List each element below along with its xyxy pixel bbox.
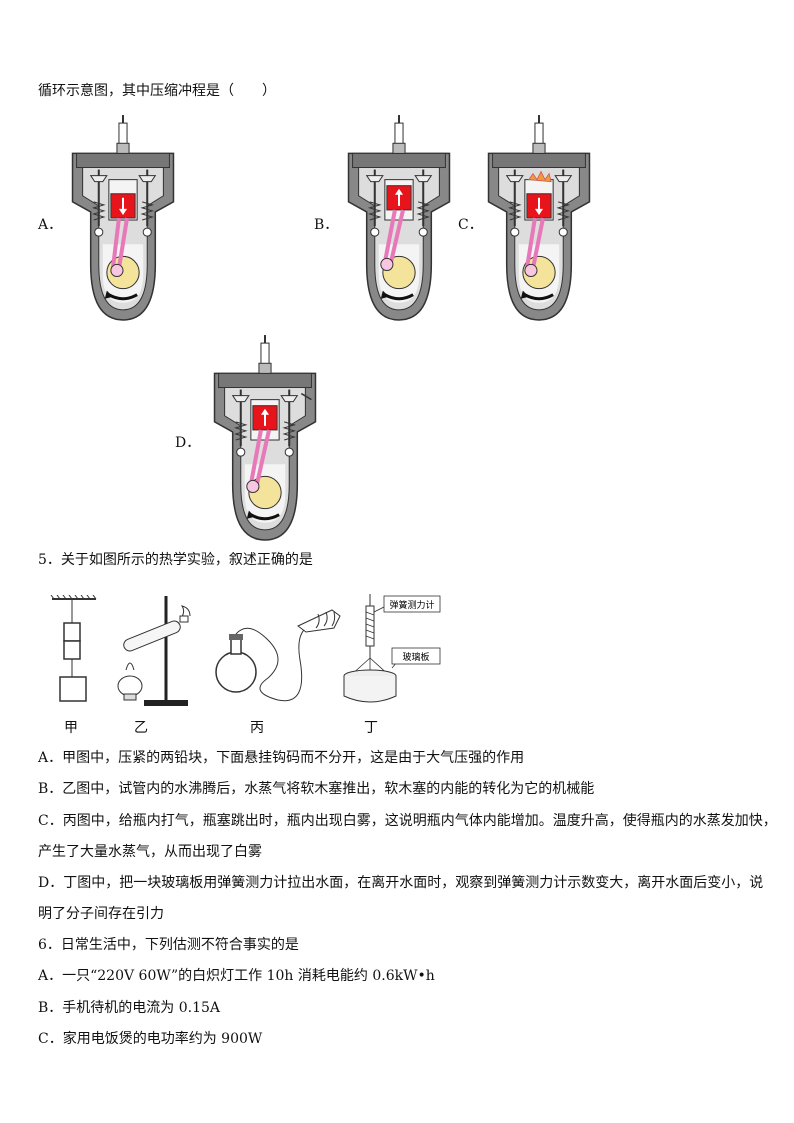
- q6-option-c[interactable]: C．家用电饭煲的电功率约为 900W: [38, 1031, 263, 1047]
- q5-option-d-cont: 明了分子间存在引力: [38, 906, 164, 922]
- label-spring-scale: 弹簧测力计: [389, 599, 434, 611]
- caption-ding: 丁: [364, 720, 378, 736]
- q5-option-c-cont: 产生了大量水蒸气，从而出现了白雾: [38, 844, 262, 860]
- q5-option-a[interactable]: A．甲图中，压紧的两铅块，下面悬挂钩码而不分开，这是由于大气压强的作用: [38, 750, 525, 766]
- q5-option-c[interactable]: C．丙图中，给瓶内打气，瓶塞跳出时，瓶内出现白雾，这说明瓶内气体内能增加。温度升…: [38, 813, 777, 829]
- figure-lead-blocks: [50, 595, 97, 702]
- figure-test-tube-boiling: [117, 596, 191, 706]
- q4-option-a-label[interactable]: A．: [38, 217, 63, 233]
- caption-bing: 丙: [250, 720, 264, 736]
- q5-option-b[interactable]: B．乙图中，试管内的水沸腾后，水蒸气将软木塞推出，软木塞的内能的转化为它的机械能: [38, 781, 595, 797]
- figure-spring-scale-glass: 弹簧测力计 玻璃板: [343, 594, 441, 703]
- q5-stem: 5．关于如图所示的热学实验，叙述正确的是: [38, 552, 313, 568]
- figure-flask-pump: [215, 609, 341, 702]
- q4-option-d-label[interactable]: D．: [175, 435, 201, 451]
- q4-stem: 循环示意图，其中压缩冲程是（ ）: [38, 83, 276, 99]
- label-glass-plate: 玻璃板: [402, 651, 429, 663]
- q6-option-b[interactable]: B．手机待机的电流为 0.15A: [38, 1000, 221, 1016]
- q5-option-d[interactable]: D．丁图中，把一块玻璃板用弹簧测力计拉出水面，在离开水面时，观察到弹簧测力计示数…: [38, 875, 764, 891]
- q4-option-b-label[interactable]: B．: [314, 217, 339, 233]
- q6-option-a[interactable]: A．一只“220V 60W”的白炽灯工作 10h 消耗电能约 0.6kW•h: [38, 968, 435, 984]
- caption-yi: 乙: [134, 720, 148, 736]
- engine-diagram-d: [213, 333, 317, 542]
- q6-stem: 6．日常生活中，下列估测不符合事实的是: [38, 937, 299, 953]
- caption-jia: 甲: [64, 720, 78, 736]
- engine-diagram-b: [347, 113, 451, 322]
- engine-diagram-a: [71, 113, 175, 322]
- engine-diagram-c: [487, 113, 591, 322]
- q4-option-c-label[interactable]: C．: [458, 217, 483, 233]
